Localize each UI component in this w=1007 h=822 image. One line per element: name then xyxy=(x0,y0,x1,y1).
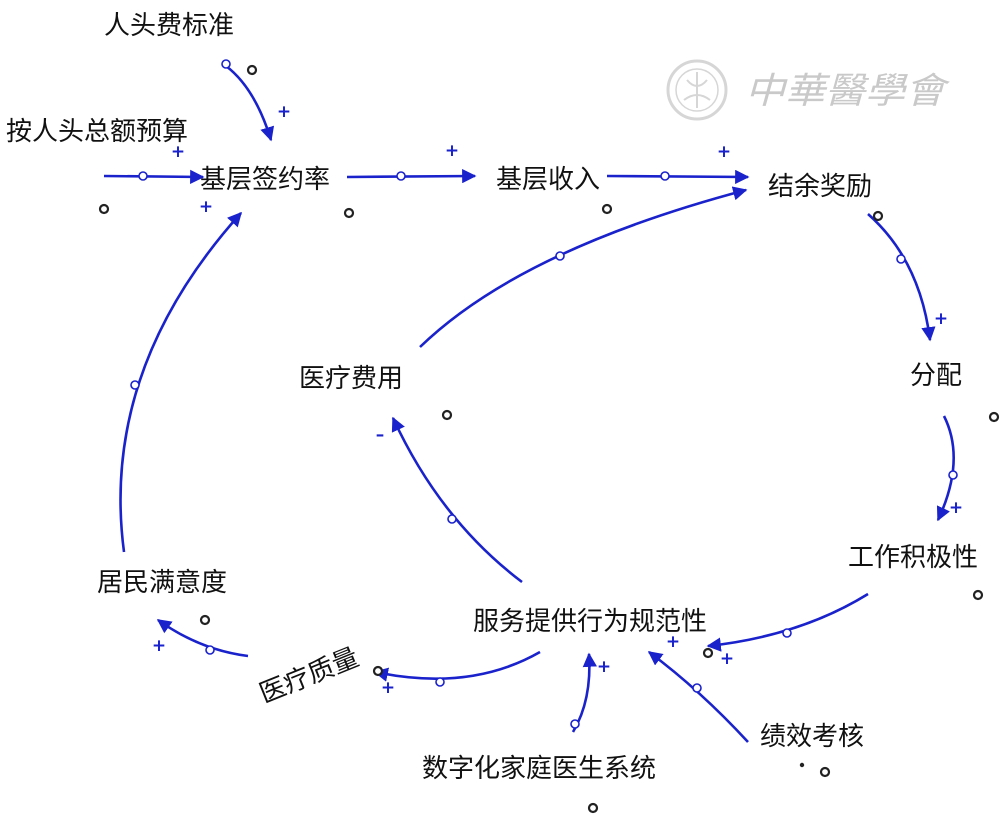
link-contract-rate-to-primary-income-polarity: + xyxy=(445,141,459,161)
link-surplus-reward-to-distribution-handle xyxy=(896,254,906,264)
link-capitation-budget-to-contract-rate xyxy=(103,169,205,185)
link-digital-family-doctor-to-service-standardization-handle xyxy=(570,719,580,729)
link-work-enthusiasm-to-service-standardization-handle xyxy=(782,628,792,638)
link-per-capita-standard-to-contract-rate xyxy=(225,64,275,142)
node-distribution: 分配 xyxy=(910,361,962,391)
node-medical-quality: 医疗质量 xyxy=(255,643,363,710)
node-work-enthusiasm: 工作积极性 xyxy=(848,543,978,573)
node-surplus-reward: 结余奖励 xyxy=(768,172,872,202)
link-service-standardization-to-medical-cost-polarity: – xyxy=(376,425,385,445)
link-medical-quality-to-resident-satisfaction-handle xyxy=(205,645,215,655)
node-per-capita-standard: 人头费标准 xyxy=(104,11,234,41)
link-service-standardization-to-medical-quality-polarity: + xyxy=(381,678,395,698)
marker-dot xyxy=(587,802,599,814)
watermark: 中華醫學會 xyxy=(666,59,951,121)
causal-links xyxy=(103,59,958,743)
node-primary-income: 基层收入 xyxy=(496,165,600,195)
polarity-signs: + + + + + + + – + + + + + xyxy=(152,102,963,698)
marker-dot xyxy=(98,203,110,215)
link-resident-satisfaction-to-contract-rate-handle xyxy=(130,380,140,390)
marker-dot xyxy=(988,411,1000,423)
link-per-capita-standard-to-contract-rate-polarity: + xyxy=(277,102,291,122)
link-resident-satisfaction-to-contract-rate-polarity: + xyxy=(199,197,213,217)
marker-dot xyxy=(872,210,884,222)
link-service-standardization-to-medical-cost xyxy=(391,416,523,584)
node-performance-assessment: 绩效考核 xyxy=(760,722,864,752)
link-medical-cost-to-surplus-reward-handle xyxy=(555,251,565,261)
marker-dot xyxy=(702,647,714,659)
marker-dot xyxy=(343,207,355,219)
link-distribution-to-work-enthusiasm-polarity: + xyxy=(949,498,963,518)
marker-dot xyxy=(819,766,831,778)
link-distribution-to-work-enthusiasm xyxy=(936,415,955,522)
link-primary-income-to-surplus-reward-handle xyxy=(660,171,670,181)
link-performance-assessment-to-service-standardization-handle xyxy=(692,683,702,693)
link-service-standardization-to-medical-cost-handle xyxy=(447,514,457,524)
marker-dot xyxy=(199,614,211,626)
link-surplus-reward-to-distribution-polarity: + xyxy=(934,309,948,329)
link-per-capita-standard-to-contract-rate-handle xyxy=(221,59,231,69)
variable-markers xyxy=(98,64,1000,814)
link-surplus-reward-to-distribution xyxy=(867,213,936,342)
node-service-standardization: 服务提供行为规范性 xyxy=(473,607,707,637)
variable-labels: 人头费标准 按人头总额预算 基层签约率 基层收入 结余奖励 医疗费用 分配 工作… xyxy=(6,11,978,784)
marker-dot xyxy=(601,203,613,215)
watermark-text: 中華醫學會 xyxy=(745,71,951,112)
link-contract-rate-to-primary-income-handle xyxy=(396,171,406,181)
node-capitation-budget: 按人头总额预算 xyxy=(6,117,188,147)
node-digital-family-doctor: 数字化家庭医生系统 xyxy=(422,754,656,784)
link-medical-quality-to-resident-satisfaction-polarity: + xyxy=(152,636,166,656)
link-distribution-to-work-enthusiasm-handle xyxy=(948,470,958,480)
node-medical-cost: 医疗费用 xyxy=(299,364,403,394)
marker-dot-solid xyxy=(799,762,805,768)
link-service-standardization-to-medical-quality xyxy=(373,650,541,682)
marker-dot xyxy=(372,665,384,677)
link-work-enthusiasm-to-service-standardization-polarity: + xyxy=(720,649,734,669)
link-service-standardization-to-medical-quality-handle xyxy=(435,677,445,687)
marker-dot xyxy=(972,589,984,601)
marker-dot xyxy=(246,64,258,76)
link-medical-quality-to-resident-satisfaction xyxy=(156,618,249,658)
link-performance-assessment-to-service-standardization xyxy=(647,650,749,743)
link-resident-satisfaction-to-contract-rate xyxy=(119,211,242,553)
seal-icon xyxy=(666,59,728,121)
link-contract-rate-to-primary-income xyxy=(346,168,477,184)
marker-dot xyxy=(441,409,453,421)
link-work-enthusiasm-to-service-standardization xyxy=(706,592,869,652)
link-performance-assessment-to-service-standardization-polarity: + xyxy=(666,632,680,652)
node-resident-satisfaction: 居民满意度 xyxy=(97,568,227,598)
node-contract-rate: 基层签约率 xyxy=(200,165,330,195)
link-primary-income-to-surplus-reward-polarity: + xyxy=(717,142,731,162)
link-capitation-budget-to-contract-rate-handle xyxy=(138,171,148,181)
link-capitation-budget-to-contract-rate-polarity: + xyxy=(171,142,185,162)
link-digital-family-doctor-to-service-standardization-polarity: + xyxy=(597,657,611,677)
link-medical-cost-to-surplus-reward xyxy=(419,186,748,348)
link-primary-income-to-surplus-reward xyxy=(606,169,750,185)
